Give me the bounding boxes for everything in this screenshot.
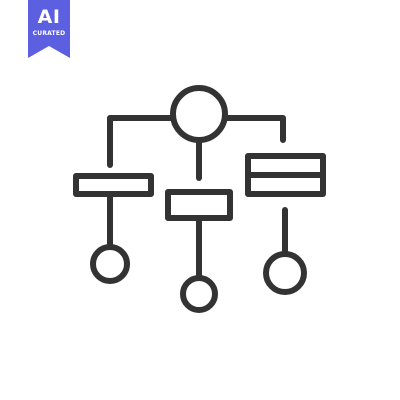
root-node-circle <box>170 85 228 143</box>
ai-curated-badge: AI CURATED <box>28 0 70 58</box>
badge-title: AI <box>37 6 61 28</box>
center-node-box <box>165 189 233 221</box>
left-node-box <box>73 173 154 197</box>
center-leaf-circle <box>180 275 218 313</box>
badge-subtitle: CURATED <box>32 30 66 37</box>
left-connector-line <box>107 115 176 168</box>
badge-ribbon-shape <box>28 0 70 58</box>
right-connector-line <box>222 115 286 143</box>
right-leaf-circle <box>263 251 307 295</box>
left-leaf-circle <box>90 244 130 284</box>
